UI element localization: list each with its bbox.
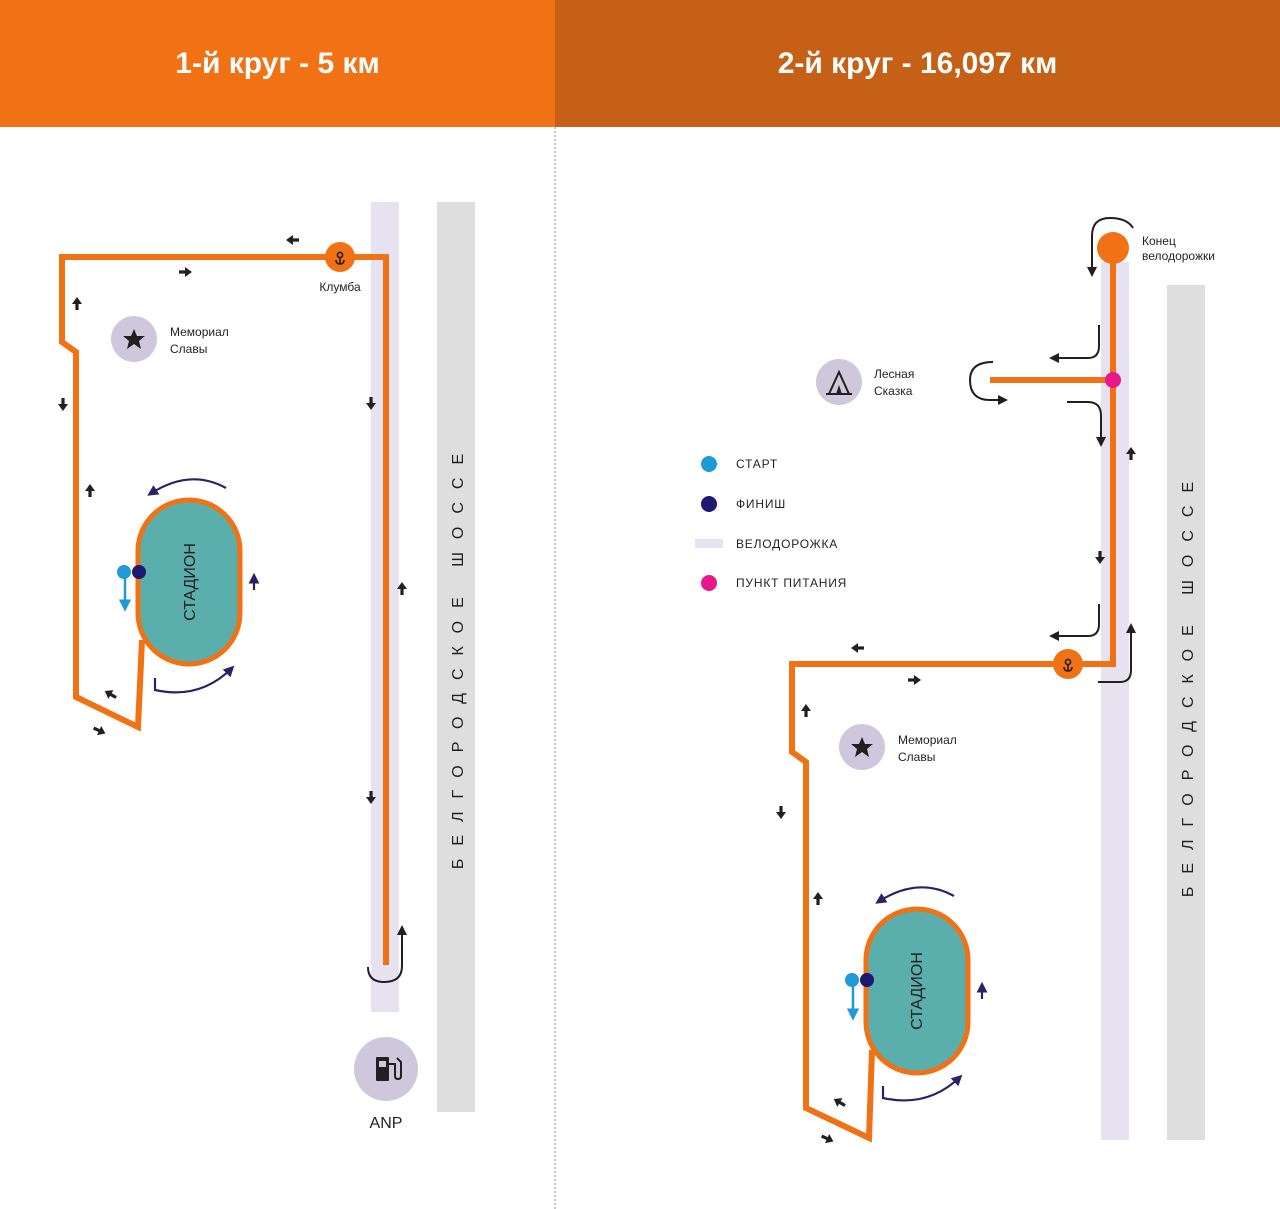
lap2-stadium-label: СТАДИОН	[909, 952, 926, 1030]
lap2-dir-arrow-7	[813, 892, 823, 905]
lap2-start-dot	[845, 973, 859, 987]
lap2-highway	[1167, 285, 1205, 1140]
star-icon	[123, 329, 145, 349]
lap2-return-up-arrow	[1098, 623, 1136, 683]
lap2-map: СТАДИОН Конец велодорожки	[695, 216, 1215, 1147]
lap2-dir-arrow-5	[801, 704, 811, 717]
lap1-u-turn-arrow	[367, 925, 407, 984]
lap1-header: 1-й круг - 5 км	[0, 0, 555, 127]
legend-finish-dot	[701, 496, 717, 512]
lap2-finish-dot	[860, 973, 874, 987]
panel-divider	[554, 127, 556, 1209]
lap2-forest-line1: Лесная	[874, 367, 914, 381]
lap2-stadium	[863, 906, 971, 1076]
lap2-dir-arrow-4	[908, 675, 921, 685]
lap1-dir-arrow-5	[85, 484, 95, 497]
lap2-forest-line2: Сказка	[874, 384, 913, 398]
legend-bike-path-label: ВЕЛОДОРОЖКА	[736, 537, 838, 551]
lap2-header: 2-й круг - 16,097 км	[555, 0, 1280, 127]
lap2-memorial-line1: Мемориал	[898, 733, 957, 747]
lap1-start-dot	[117, 565, 131, 579]
lap2-memorial-line2: Славы	[898, 750, 935, 764]
lap2-highway-label: БЕЛГОРОДСКОЕ ШОССЕ	[1180, 469, 1197, 897]
lap1-title: 1-й круг - 5 км	[175, 46, 380, 80]
lap1-dir-arrow-2	[179, 267, 192, 277]
legend-bike-path-swatch	[695, 539, 723, 548]
star-icon	[851, 737, 873, 757]
lap2-food-point	[1105, 372, 1121, 388]
fuel-pump-icon	[376, 1057, 402, 1081]
lap1-dir-arrow-3	[72, 297, 82, 310]
lap1-memorial-line2: Славы	[170, 342, 207, 356]
lap1-memorial-line1: Мемориал	[170, 325, 229, 339]
lap1-arrow-ccw-bottom	[153, 665, 235, 694]
lap1-highway-label: БЕЛГОРОДСКОЕ ШОССЕ	[450, 441, 467, 869]
lap1-map: СТАДИОН Клумба Мемориал Славы БЕЛГОРОДСК…	[58, 202, 475, 1132]
lap2-turn-to-loop-arrow	[1049, 604, 1100, 641]
tent-icon	[826, 369, 852, 395]
lap2-u-turn-top-arrow	[1087, 216, 1134, 277]
lap2-dir-arrow-8	[831, 1094, 848, 1110]
lap2-turn-to-forest-arrow	[1049, 325, 1100, 363]
lap2-end-bikepath-marker	[1097, 232, 1129, 264]
lap2-dir-arrow-9	[819, 1131, 836, 1147]
legend: СТАРТ ФИНИШ ВЕЛОДОРОЖКА ПУНКТ ПИТАНИЯ	[695, 456, 847, 591]
legend-start-label: СТАРТ	[736, 457, 778, 471]
lap1-stadium-label: СТАДИОН	[182, 543, 199, 621]
lap1-finish-dot	[132, 565, 146, 579]
lap2-end-line2: велодорожки	[1142, 249, 1215, 263]
lap2-title: 2-й круг - 16,097 км	[777, 46, 1058, 80]
lap1-dir-arrow-9	[102, 686, 119, 702]
lap2-dir-arrow-3	[851, 643, 864, 653]
lap1-arrow-ccw-top	[147, 478, 227, 496]
lap2-forest-u-turn-arrow	[968, 361, 1008, 405]
lap2-dir-arrow-6	[776, 806, 786, 819]
lap1-dir-arrow-1	[286, 235, 299, 245]
lap2-forest-circle	[816, 359, 862, 405]
lap2-end-line1: Конец	[1142, 234, 1176, 248]
lap2-arrow-ccw-bottom	[881, 1074, 963, 1102]
lap1-klumba-label: Клумба	[319, 280, 361, 294]
lap1-dir-arrow-10	[91, 723, 108, 739]
lap1-dir-arrow-4	[58, 398, 68, 411]
lap1-stadium	[135, 497, 243, 667]
legend-food-label: ПУНКТ ПИТАНИЯ	[736, 576, 847, 590]
legend-food-dot	[701, 575, 717, 591]
legend-finish-label: ФИНИШ	[736, 497, 786, 511]
lap1-highway	[437, 202, 475, 1112]
legend-start-dot	[701, 456, 717, 472]
lap2-arrow-ccw-top	[875, 886, 955, 904]
lap1-gas-label: ANP	[370, 1115, 403, 1132]
lap2-return-from-forest-arrow	[1067, 401, 1106, 447]
